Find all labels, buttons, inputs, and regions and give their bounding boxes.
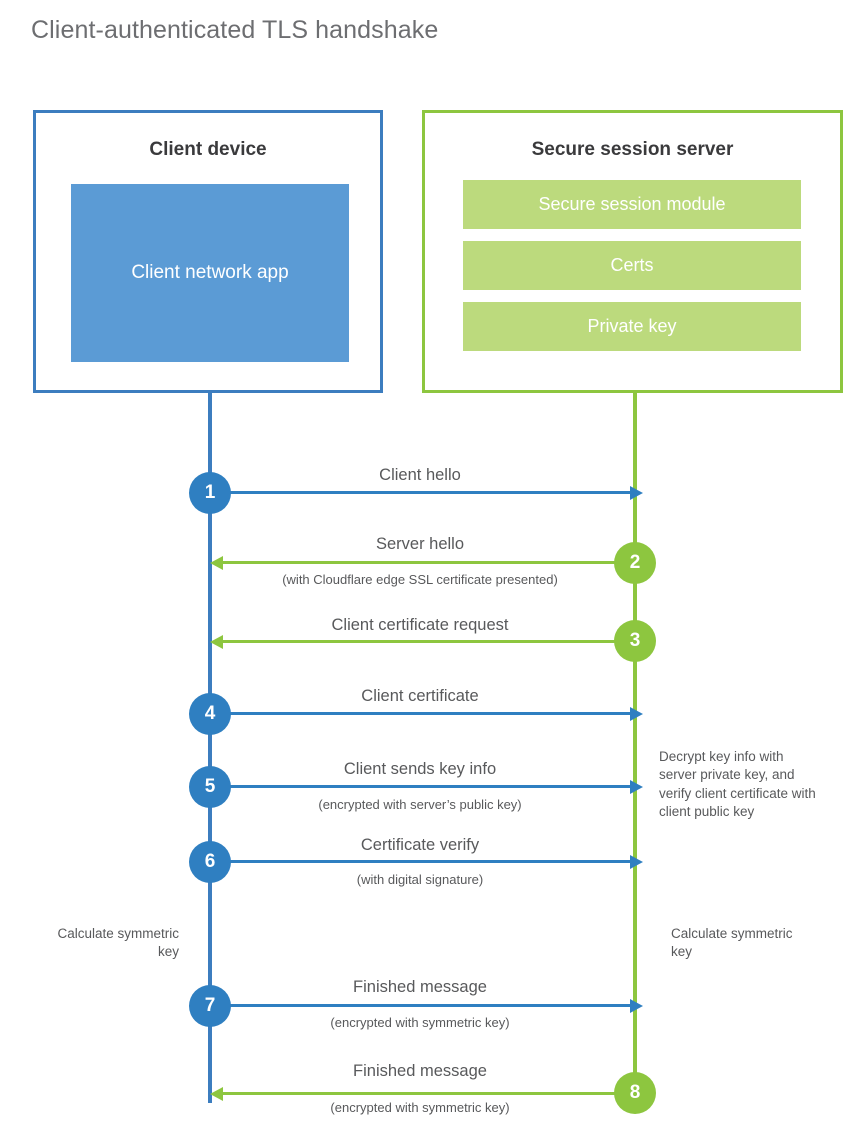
server-component-list: Secure session module Certs Private key: [463, 180, 801, 351]
step-circle-5[interactable]: 5: [189, 766, 231, 808]
arrow-head-right-icon: [630, 854, 643, 869]
actor-box-secure-session-server: Secure session server Secure session mod…: [422, 110, 843, 393]
note-server-calculate-symmetric-key: Calculate symmetric key: [671, 926, 793, 960]
server-item-private-key: Private key: [463, 302, 801, 351]
secure-session-server-title: Secure session server: [531, 139, 734, 160]
message-label-1: Client hello: [379, 466, 461, 484]
message-arrow-2: [210, 555, 633, 570]
note-server-decrypt: Decrypt key info with server private key…: [659, 749, 816, 820]
message-arrow-7: [210, 998, 643, 1013]
step-circle-7[interactable]: 7: [189, 985, 231, 1027]
message-sublabel-6: (with digital signature): [356, 872, 484, 887]
server-item-secure-session-module: Secure session module: [463, 180, 801, 229]
message-label-4: Client certificate: [361, 687, 479, 705]
arrow-head-right-icon: [630, 706, 643, 721]
step-circle-6[interactable]: 6: [189, 841, 231, 883]
message-sublabel-2: (with Cloudflare edge SSL certificate pr…: [282, 572, 558, 587]
actor-box-client-device: Client device Client network app: [33, 110, 383, 393]
message-label-2: Server hello: [375, 535, 465, 553]
arrow-head-left-icon: [210, 634, 223, 649]
arrow-head-left-icon: [210, 1086, 223, 1101]
step-circle-8[interactable]: 8: [614, 1072, 656, 1114]
message-label-5: Client sends key info: [343, 760, 497, 778]
note-client-calculate-symmetric-key: Calculate symmetric key: [57, 926, 179, 960]
message-arrow-8: [210, 1086, 633, 1101]
message-sublabel-5: (encrypted with server’s public key): [318, 797, 522, 812]
step-circle-2[interactable]: 2: [614, 542, 656, 584]
message-arrow-5: [210, 779, 643, 794]
arrow-head-right-icon: [630, 485, 643, 500]
client-device-title: Client device: [149, 139, 267, 160]
step-circle-1[interactable]: 1: [189, 472, 231, 514]
message-sublabel-8: (encrypted with symmetric key): [330, 1100, 510, 1115]
server-lifeline: [633, 391, 637, 1093]
arrow-head-left-icon: [210, 555, 223, 570]
step-circle-4[interactable]: 4: [189, 693, 231, 735]
step-circle-3[interactable]: 3: [614, 620, 656, 662]
message-sublabel-7: (encrypted with symmetric key): [330, 1015, 510, 1030]
message-arrow-1: [210, 485, 643, 500]
message-arrow-4: [210, 706, 643, 721]
client-lifeline: [208, 391, 212, 1103]
message-label-3: Client certificate request: [331, 616, 509, 634]
message-arrow-3: [210, 634, 633, 649]
arrow-head-right-icon: [630, 779, 643, 794]
client-network-app-block: Client network app: [71, 184, 349, 362]
message-label-7: Finished message: [353, 978, 487, 996]
message-label-8: Finished message: [353, 1062, 487, 1080]
page-title: Client-authenticated TLS handshake: [31, 16, 439, 44]
server-item-certs: Certs: [463, 241, 801, 290]
message-label-6: Certificate verify: [360, 836, 480, 854]
arrow-head-right-icon: [630, 998, 643, 1013]
message-arrow-6: [210, 854, 643, 869]
